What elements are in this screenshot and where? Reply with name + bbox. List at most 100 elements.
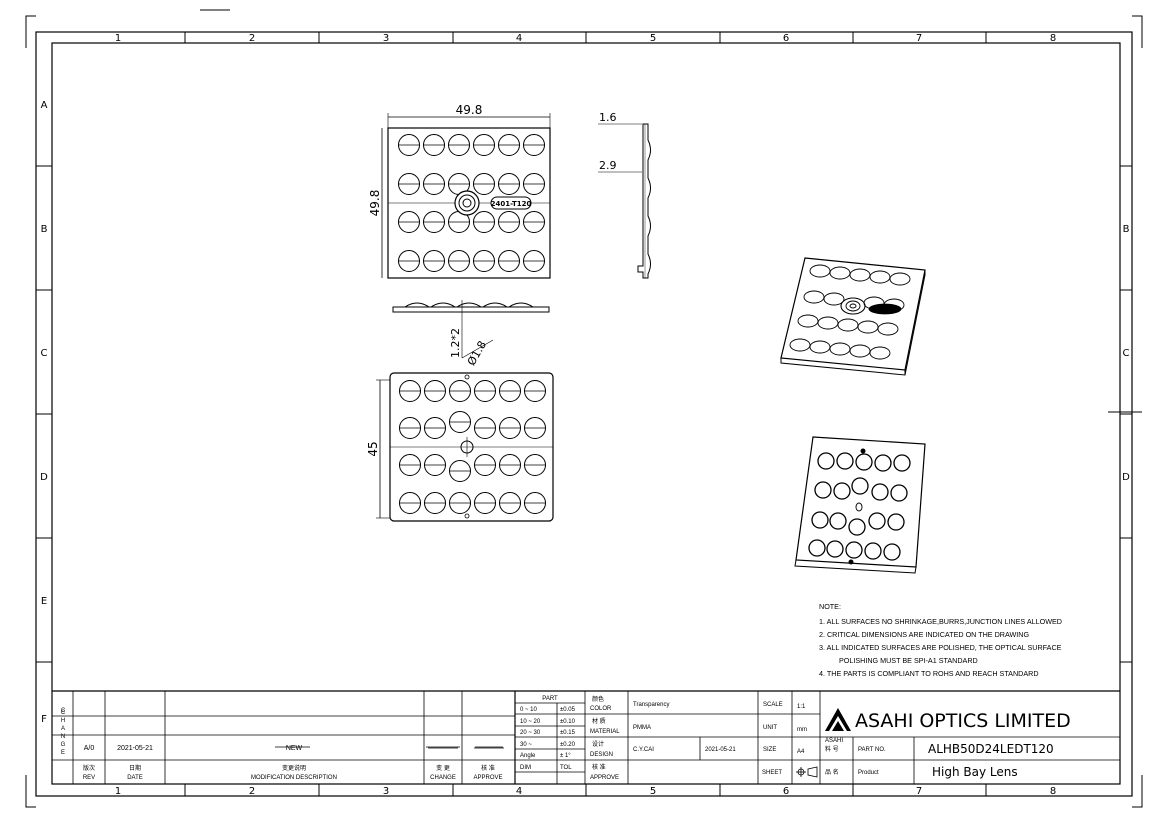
zone-row-d-left: D: [40, 472, 48, 483]
color-value: Transparency: [633, 702, 669, 708]
zone-row-c-left: C: [41, 348, 48, 359]
size-label: SIZE: [763, 747, 776, 753]
zone-col-4-bottom: 4: [516, 786, 522, 797]
designer-name: C.Y.CAI: [633, 747, 654, 753]
top-view-engraving: 2401-T120: [491, 200, 532, 208]
note-line-4: POLISHING MUST BE SPI-A1 STANDARD: [833, 656, 978, 665]
note-line-1: 1. ALL SURFACES NO SHRINKAGE,BURRS,JUNCT…: [819, 617, 1062, 626]
zone-dividers: [36, 32, 1132, 796]
zone-col-8-top: 8: [1050, 33, 1056, 44]
svg-text:H: H: [61, 718, 65, 724]
outer-frame: [35, 31, 1133, 797]
tol-value-6: TOL: [560, 765, 572, 771]
material-label: MATERIAL: [590, 729, 620, 735]
header-change: CHANGE: [430, 775, 456, 781]
zone-row-b-left: B: [41, 224, 48, 235]
zone-col-8-bottom: 8: [1050, 786, 1056, 797]
header-date-cn: 日期: [129, 764, 141, 772]
side-view: [598, 123, 651, 279]
zone-col-7-bottom: 7: [916, 786, 922, 797]
tol-value-5: ± 1°: [560, 753, 571, 759]
isometric-bottom-view: [794, 436, 926, 574]
tol-range-4: 30 ~: [520, 742, 532, 748]
projection-icon: [796, 766, 818, 778]
dim-hole-diameter: Ø1.8: [465, 339, 489, 368]
dim-top-height: 49.8: [368, 190, 382, 217]
zone-row-f-left: F: [41, 714, 47, 725]
header-approve: APPROVE: [473, 775, 502, 781]
tolerance-header: PART: [542, 696, 558, 702]
rev-description: NEW: [286, 745, 303, 752]
header-desc-cn: 变更说明: [282, 764, 306, 772]
zone-row-b-right: B: [1123, 224, 1130, 235]
tol-range-3: 20 ~ 30: [520, 730, 541, 736]
svg-text:C: C: [61, 710, 66, 716]
material-cn: 材 质: [592, 717, 606, 725]
header-date: DATE: [127, 775, 143, 781]
tol-range-1: 0 ~ 10: [520, 707, 538, 713]
dim-side-thickness: 1.6: [599, 111, 617, 124]
front-section-view: [392, 300, 550, 359]
notes-title: NOTE:: [819, 602, 841, 611]
zone-col-1-top: 1: [115, 33, 121, 44]
zone-row-e-left: E: [41, 596, 47, 607]
top-view: 2401-T120 49.8 49.8: [368, 103, 551, 279]
tol-value-4: ±0.20: [560, 742, 576, 748]
company-name: ASAHI OPTICS LIMITED: [855, 710, 1071, 732]
note-line-3: 3. ALL INDICATED SURFACES ARE POLISHED, …: [819, 643, 1062, 652]
change-letters: C: [61, 708, 66, 714]
rev-value: A/0: [84, 745, 95, 752]
scale-value: 1:1: [797, 704, 806, 710]
crop-marks: [25, 9, 1143, 808]
svg-text:A: A: [61, 726, 65, 732]
part-no-cn: 料 号: [825, 745, 839, 753]
notes-block: NOTE: 1. ALL SURFACES NO SHRINKAGE,BURRS…: [819, 602, 1062, 678]
zone-col-6-bottom: 6: [783, 786, 789, 797]
rev-date: 2021-05-21: [117, 745, 153, 752]
material-value: PMMA: [633, 725, 651, 731]
color-label: COLOR: [590, 706, 612, 712]
header-approve-cn: 核 准: [481, 764, 495, 772]
size-value: A4: [797, 749, 805, 755]
company-logo: [825, 708, 851, 731]
zone-col-5-bottom: 5: [650, 786, 656, 797]
zone-col-6-top: 6: [783, 33, 789, 44]
zone-col-7-top: 7: [916, 33, 922, 44]
product-label: Product: [858, 770, 879, 776]
note-line-2: 2. CRITICAL DIMENSIONS ARE INDICATED ON …: [819, 630, 1029, 639]
zone-row-a-left: A: [41, 100, 48, 111]
color-cn: 颜色: [592, 695, 604, 703]
header-change-cn: 变 更: [436, 764, 450, 772]
zone-col-5-top: 5: [650, 33, 656, 44]
dim-bottom-height: 45: [366, 441, 380, 456]
header-desc: MODIFICATION DESCRIPTION: [251, 775, 337, 781]
tol-range-6: DIM: [520, 765, 531, 771]
change-vertical: C H A N G E: [61, 710, 66, 756]
zone-row-d-right: D: [1122, 472, 1130, 483]
note-line-5: 4. THE PARTS IS COMPLIANT TO ROHS AND RE…: [819, 669, 1039, 678]
product-value: High Bay Lens: [932, 765, 1018, 779]
part-no-value: ALHB50D24LEDT120: [928, 742, 1054, 756]
header-rev-cn: 版次: [83, 764, 95, 772]
unit-label: UNIT: [763, 725, 777, 731]
approve-cn: 核 准: [592, 763, 606, 771]
zone-col-4-top: 4: [516, 33, 522, 44]
tol-value-3: ±0.15: [560, 730, 576, 736]
design-date: 2021-05-21: [705, 747, 736, 753]
zone-col-2-bottom: 2: [249, 786, 255, 797]
dim-side-height: 2.9: [599, 159, 617, 172]
zone-col-3-bottom: 3: [383, 786, 389, 797]
zone-row-c-right: C: [1123, 348, 1130, 359]
svg-text:E: E: [61, 750, 65, 756]
logo-text: ASAHI: [825, 738, 843, 744]
title-block: [52, 690, 1120, 784]
approve-label: APPROVE: [590, 775, 619, 781]
tol-range-2: 10 ~ 20: [520, 719, 541, 725]
zone-col-1-bottom: 1: [115, 786, 121, 797]
zone-col-3-top: 3: [383, 33, 389, 44]
tol-range-5: Angle: [520, 753, 536, 759]
design-cn: 设计: [592, 740, 604, 748]
unit-value: mm: [797, 727, 807, 733]
product-cn: 品 名: [825, 768, 839, 776]
